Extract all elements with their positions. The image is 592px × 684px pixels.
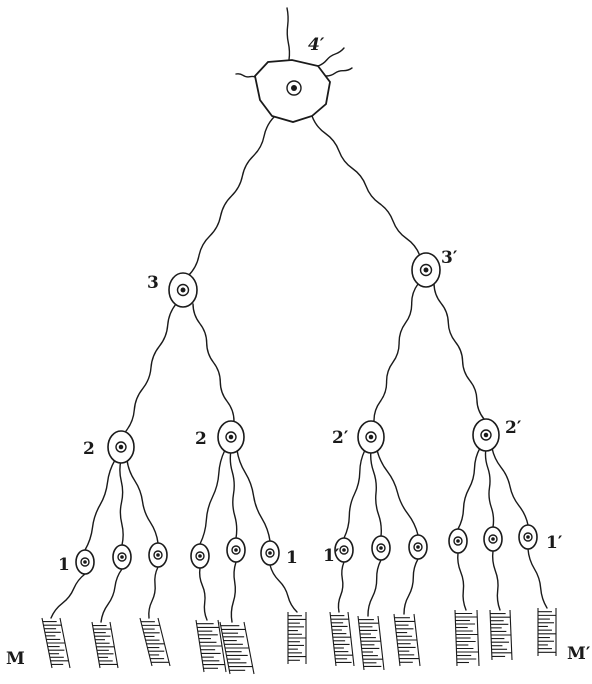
muscle-fiber [490, 610, 512, 660]
apex-process-right2 [326, 68, 352, 76]
fiber-2-to-1 [458, 448, 480, 529]
fiber-1-to-muscle [368, 560, 381, 616]
nucleolus [526, 535, 530, 539]
fiber-2-to-1 [344, 450, 365, 538]
muscle-fiber [42, 618, 70, 668]
nucleolus [291, 85, 297, 91]
nerve-cells [76, 60, 537, 574]
fiber-1-to-muscle [458, 553, 466, 610]
fiber-1-to-muscle [404, 559, 418, 614]
nucleolus [181, 288, 186, 293]
nucleolus [369, 435, 374, 440]
muscle-edge-right [477, 610, 479, 666]
nucleolus [156, 553, 160, 557]
fiber-3prime-to-2d [434, 284, 484, 419]
nucleolus [120, 555, 124, 559]
muscle-edge-right [348, 612, 354, 666]
fiber-apex-to-3prime [312, 116, 420, 256]
muscle-fiber [140, 618, 170, 666]
muscle-edge-left [330, 612, 336, 666]
fiber-2-to-1 [377, 450, 418, 535]
muscle-fiber [288, 612, 306, 664]
fiber-1-to-muscle [270, 565, 297, 612]
fiber-2-to-1 [230, 450, 236, 538]
nucleolus [424, 268, 429, 273]
label-level2-a: 2 [83, 439, 95, 459]
fiber-2-to-1 [492, 448, 528, 525]
muscle-fiber [330, 612, 354, 666]
label-level2-d: 2′ [505, 418, 522, 438]
fiber-2-to-1 [371, 450, 382, 536]
label-level3-right: 3′ [441, 248, 458, 268]
muscle-fiber [455, 610, 479, 666]
nucleolus [491, 537, 495, 541]
fiber-2-to-1 [200, 450, 225, 544]
apex-process-top [287, 8, 289, 60]
nucleolus [416, 545, 420, 549]
label-level1-d: 1′ [546, 533, 563, 553]
apex-process-left [236, 74, 257, 78]
fiber-2-to-1 [120, 460, 123, 545]
nucleolus [342, 548, 346, 552]
label-level1-a: 1 [58, 555, 70, 575]
fiber-2-to-1 [127, 460, 158, 543]
muscle-fiber [394, 614, 420, 666]
label-level2-c: 2′ [332, 428, 349, 448]
fiber-1-to-muscle [231, 562, 236, 622]
fiber-1-to-muscle [149, 567, 158, 618]
nucleolus [268, 551, 272, 555]
nucleolus [119, 445, 124, 450]
label-level3-left: 3 [147, 273, 159, 293]
fiber-1-to-muscle [338, 562, 344, 612]
muscle-edge-left [358, 616, 364, 670]
nucleolus [234, 548, 238, 552]
fiber-1-to-muscle [101, 569, 122, 622]
fiber-3prime-to-2c [374, 284, 418, 421]
muscle-fiber [92, 622, 118, 668]
label-muscle-left: M [6, 649, 25, 669]
muscle-fiber [358, 616, 384, 670]
label-level2-b: 2 [195, 429, 207, 449]
fiber-2-to-1 [85, 460, 115, 550]
muscle-fiber [538, 608, 556, 656]
nucleolus [484, 433, 489, 438]
apex-cell [255, 60, 330, 122]
fiber-3-to-2b [193, 304, 234, 421]
nucleolus [229, 435, 234, 440]
muscle-fibers [42, 608, 556, 674]
label-apex: 4′ [308, 35, 325, 55]
nucleolus [198, 554, 202, 558]
nucleolus [83, 560, 87, 564]
fiber-1-to-muscle [200, 568, 207, 620]
label-level1-b: 1 [286, 548, 298, 568]
fiber-3-to-2a [126, 304, 176, 431]
fiber-2-to-1 [485, 448, 493, 527]
fiber-2-to-1 [237, 450, 270, 541]
fiber-1-to-muscle [51, 574, 85, 618]
nucleolus [456, 539, 460, 543]
label-muscle-right: M′ [567, 644, 591, 664]
muscle-edge-right [378, 616, 384, 670]
fiber-1-to-muscle [493, 551, 500, 610]
fiber-1-to-muscle [528, 549, 547, 608]
fiber-apex-to-3 [188, 116, 275, 276]
nucleolus [379, 546, 383, 550]
label-level1-c: 1′ [323, 546, 340, 566]
